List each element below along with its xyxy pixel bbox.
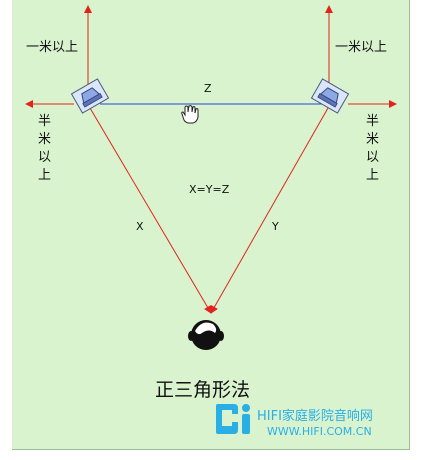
watermark-url: WWW.HIFI.COM.CN [267,425,372,438]
listener-head-icon [188,320,224,350]
x-label: X [136,220,144,233]
left-up-label: 一米以上 [26,40,78,55]
watermark: HIFI家庭影院音响网 WWW.HIFI.COM.CN [216,404,373,438]
left-side-char: 半 [38,114,51,129]
right-side-label: 半 米 以 上 [366,114,379,183]
hifi-logo-icon [216,404,250,434]
y-arrow [210,107,329,314]
speaker-left-icon [70,78,110,114]
equilateral-triangle-diagram: 一米以上 一米以上 半 米 以 上 半 米 以 上 Z X=Y=Z X Y 正三… [25,5,397,438]
y-label: Y [271,220,279,233]
diagram-title: 正三角形法 [155,379,250,401]
left-side-label: 半 米 以 上 [38,114,51,183]
equation-label: X=Y=Z [189,183,230,196]
watermark-brand: HIFI家庭影院音响网 [257,408,373,424]
right-side-char: 米 [366,132,379,147]
left-side-char: 米 [38,132,51,147]
right-up-label: 一米以上 [335,40,387,55]
diagram-board: 一米以上 一米以上 半 米 以 上 半 米 以 上 Z X=Y=Z X Y 正三… [12,0,410,450]
x-arrow [89,107,212,314]
z-label: Z [204,82,212,95]
right-side-char: 以 [366,150,379,165]
left-side-char: 以 [38,150,51,165]
hand-cursor-icon [181,105,199,124]
right-side-char: 上 [366,168,379,183]
left-side-char: 上 [38,168,51,183]
right-side-char: 半 [366,114,379,129]
speaker-right-icon [310,78,350,114]
